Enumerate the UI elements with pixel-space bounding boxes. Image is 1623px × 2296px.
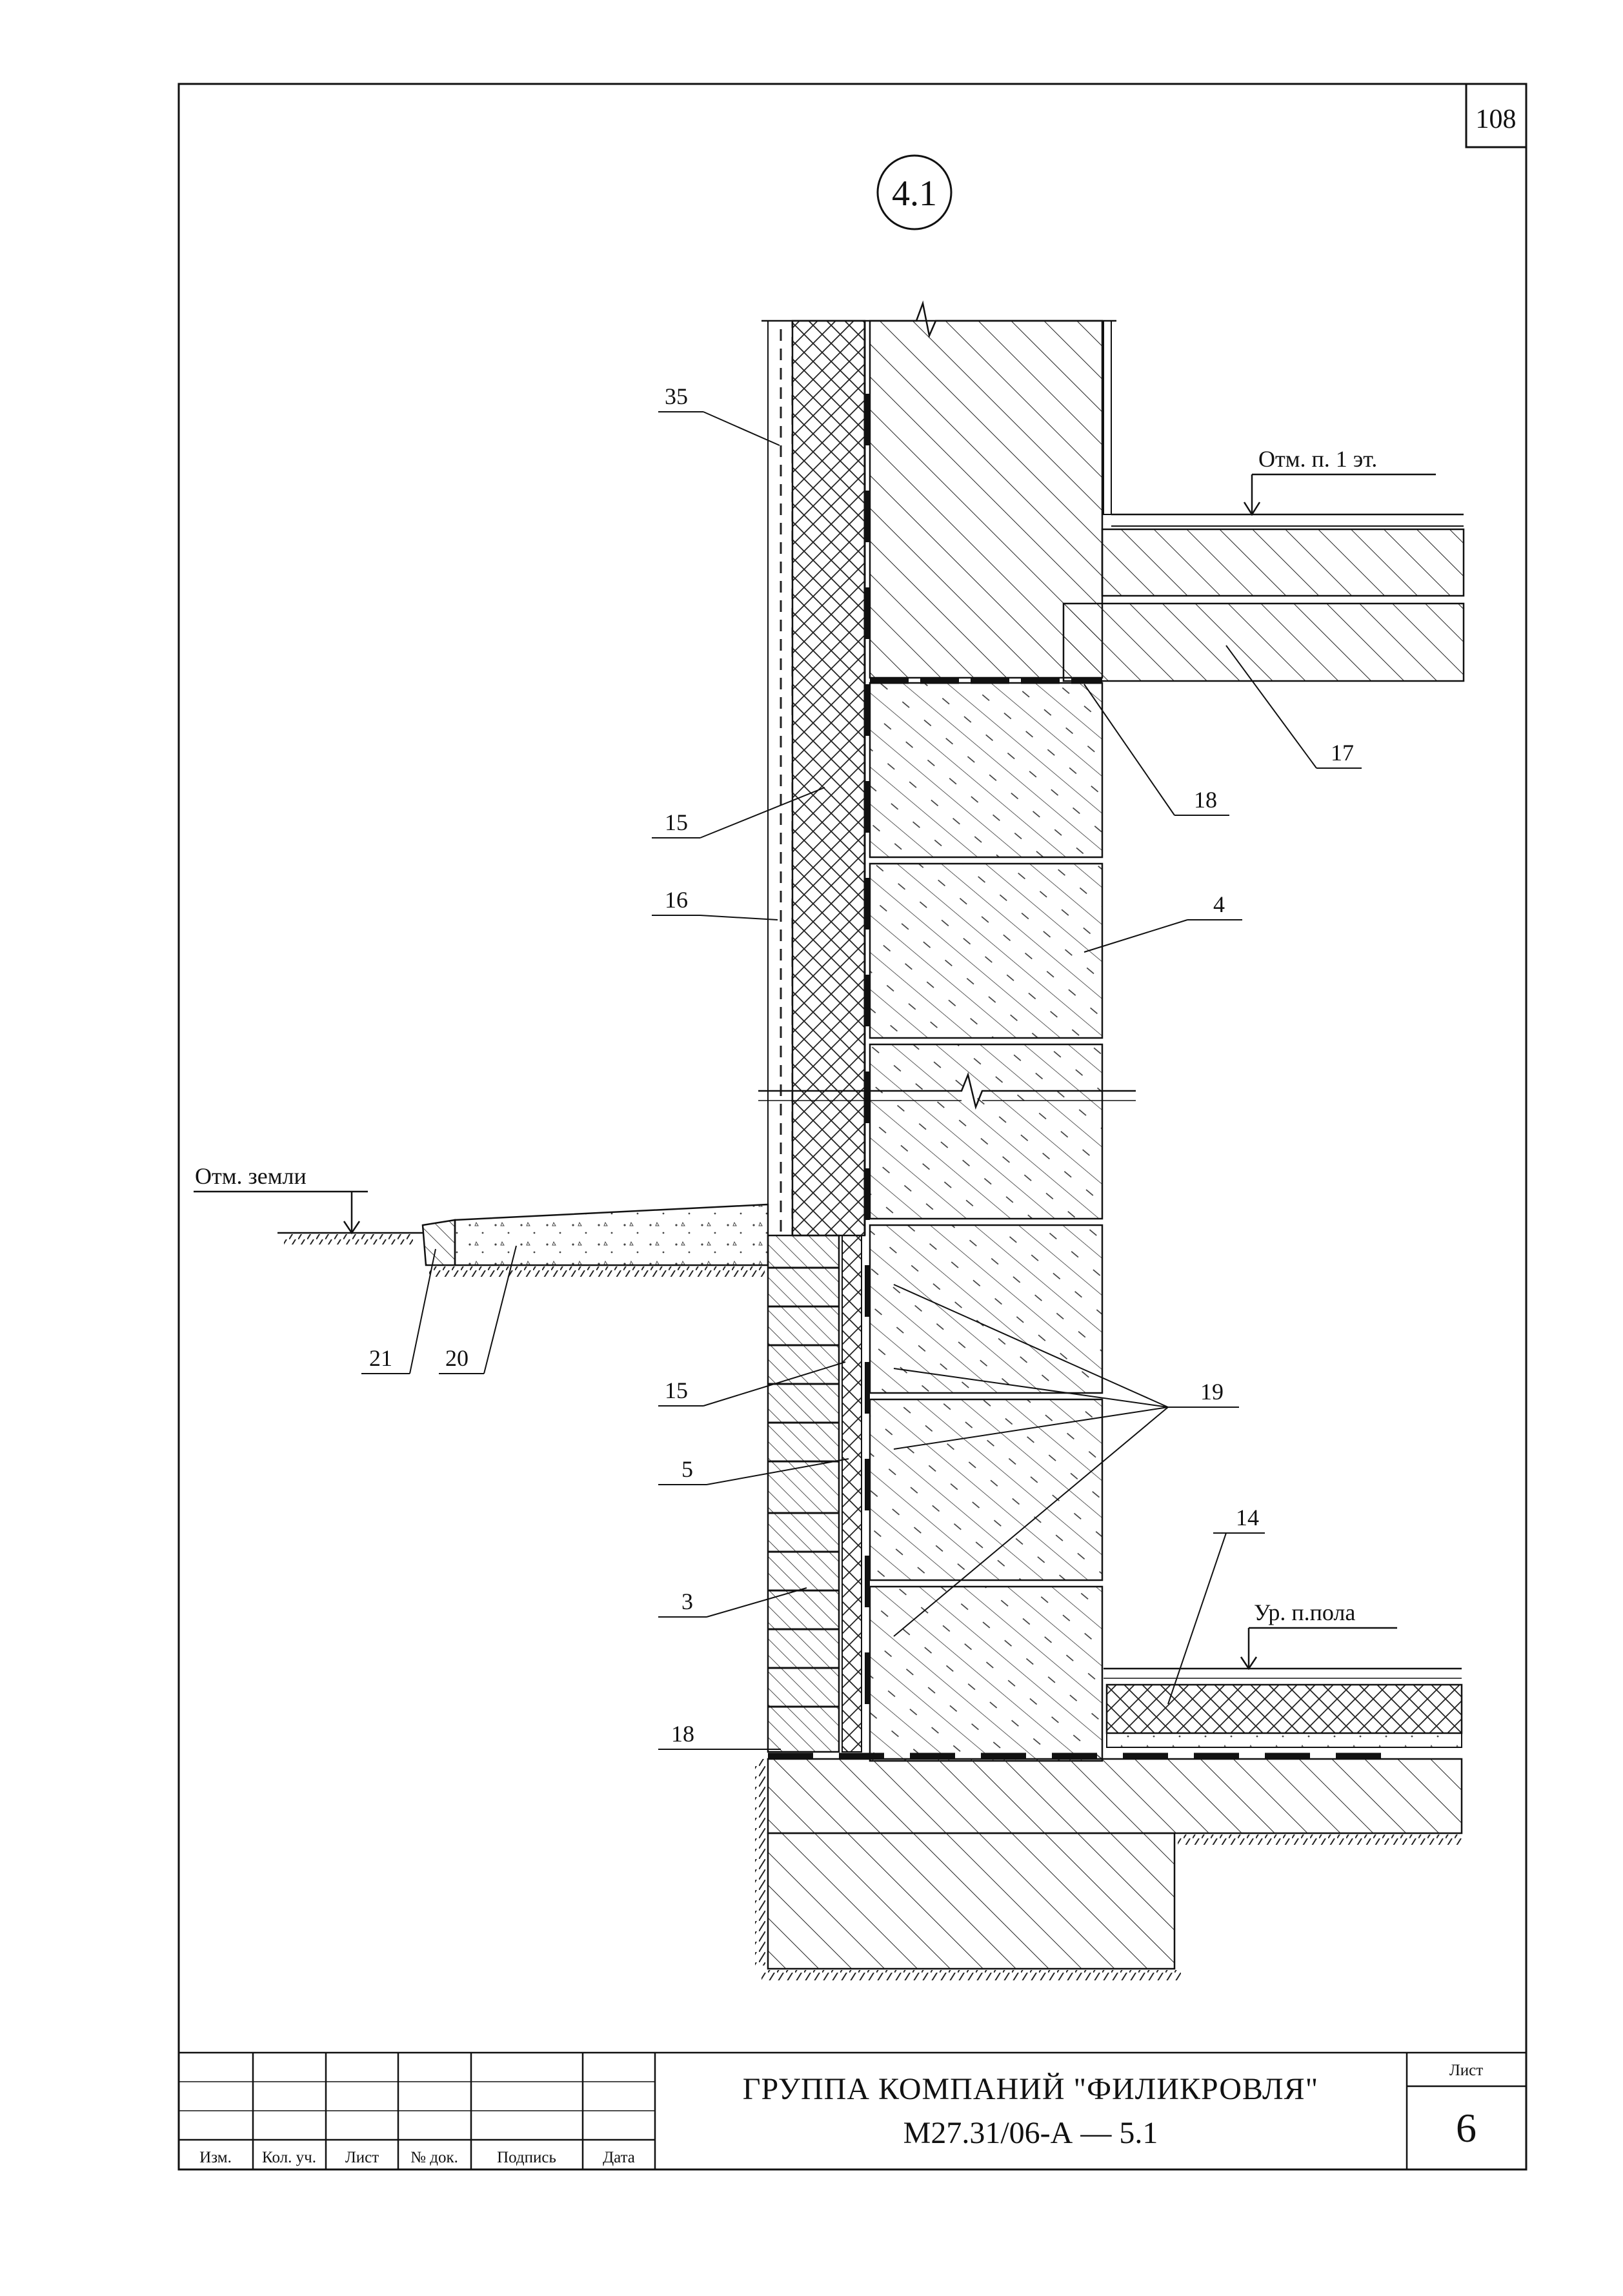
callout-35: 35 <box>658 383 780 446</box>
svg-text:18: 18 <box>671 1721 694 1747</box>
elevation-ground-label: Отм. земли <box>195 1163 307 1189</box>
cladding-strip <box>1103 320 1112 515</box>
callout-19: 19 <box>893 1284 1239 1637</box>
callout-17: 17 <box>1225 645 1362 769</box>
corner-sheet-number: 108 <box>1476 105 1517 134</box>
floor-insulation <box>1105 1683 1463 1734</box>
tb-col-list: Лист <box>345 2149 379 2166</box>
svg-text:19: 19 <box>1200 1379 1224 1405</box>
foundation-block-2 <box>869 862 1104 1039</box>
tb-doc-code: М27.31/06-А — 5.1 <box>903 2116 1158 2150</box>
elevation-floor1-label: Отм. п. 1 эт. <box>1258 446 1377 472</box>
ground-hatch-side <box>755 1759 765 1966</box>
callout-16: 16 <box>652 887 778 920</box>
callout-15-top: 15 <box>652 787 825 838</box>
tb-sheet-label: Лист <box>1449 2062 1483 2079</box>
foundation-slab <box>767 1758 1463 1834</box>
corner-number-box <box>1465 83 1527 148</box>
foundation-block-1 <box>869 682 1104 858</box>
ground-hatch-blind <box>429 1266 765 1277</box>
callout-4: 4 <box>1084 891 1242 953</box>
svg-text:15: 15 <box>665 1377 688 1403</box>
callout-18-top: 18 <box>1084 684 1229 816</box>
svg-text:35: 35 <box>665 383 688 409</box>
foundation-block-6 <box>869 1585 1104 1762</box>
elevation-ground: Отм. земли <box>194 1163 368 1235</box>
svg-text:17: 17 <box>1331 740 1354 766</box>
svg-text:5: 5 <box>681 1456 693 1482</box>
svg-text:15: 15 <box>665 809 688 835</box>
tb-col-doc: № док. <box>410 2149 458 2166</box>
svg-text:14: 14 <box>1236 1505 1259 1530</box>
insulation-upper <box>791 320 866 1237</box>
elevation-floor1: Отм. п. 1 эт. <box>1243 446 1436 516</box>
ground-hatch-slab <box>1178 1834 1462 1845</box>
floor-slab-level1 <box>1101 528 1465 597</box>
detail-marker-circle <box>876 154 953 230</box>
brick-courses <box>768 1266 839 1708</box>
tb-col-kol: Кол. уч. <box>262 2149 316 2166</box>
title-block <box>177 2051 1527 2171</box>
curb-stone <box>421 1219 456 1266</box>
ground-hatch-left <box>284 1234 413 1245</box>
svg-text:18: 18 <box>1194 787 1217 813</box>
floor-screed <box>1106 1732 1462 1748</box>
foundation-footing <box>767 1832 1176 1970</box>
tb-col-sign: Подпись <box>497 2149 556 2166</box>
insulation-lower <box>842 1235 862 1752</box>
tb-sheet-value: 6 <box>1456 2105 1477 2151</box>
blind-area-concrete <box>454 1203 769 1266</box>
break-line-top <box>761 300 1116 339</box>
svg-text:16: 16 <box>665 887 688 913</box>
detail-id: 4.1 <box>892 174 937 214</box>
tb-col-date: Дата <box>603 2149 635 2166</box>
callout-3: 3 <box>658 1587 807 1618</box>
svg-text:20: 20 <box>445 1345 469 1371</box>
svg-text:4: 4 <box>1213 891 1225 917</box>
foundation-block-4 <box>869 1224 1104 1394</box>
foundation-block-3 <box>869 1043 1104 1220</box>
tb-company: ГРУППА КОМПАНИЙ "ФИЛИКРОВЛЯ" <box>743 2072 1318 2106</box>
elevation-floor-level: Ур. п.пола <box>1240 1600 1397 1671</box>
break-line-middle <box>758 1072 1136 1110</box>
callout-21: 21 <box>361 1248 436 1374</box>
callout-15-bottom: 15 <box>658 1361 846 1407</box>
brick-cladding <box>767 1234 840 1753</box>
precast-slab <box>1062 602 1465 682</box>
svg-text:21: 21 <box>369 1345 392 1371</box>
callout-20: 20 <box>439 1245 517 1374</box>
elevation-floor-level-label: Ур. п.пола <box>1254 1600 1355 1625</box>
tb-col-izm: Изм. <box>199 2149 232 2166</box>
callout-5: 5 <box>658 1456 849 1485</box>
svg-text:3: 3 <box>681 1589 693 1614</box>
callout-18-bottom: 18 <box>658 1721 781 1750</box>
foundation-block-5 <box>869 1398 1104 1581</box>
callout-14: 14 <box>1167 1505 1265 1705</box>
ground-hatch-footing <box>761 1970 1181 1980</box>
render-layer <box>767 320 793 1236</box>
